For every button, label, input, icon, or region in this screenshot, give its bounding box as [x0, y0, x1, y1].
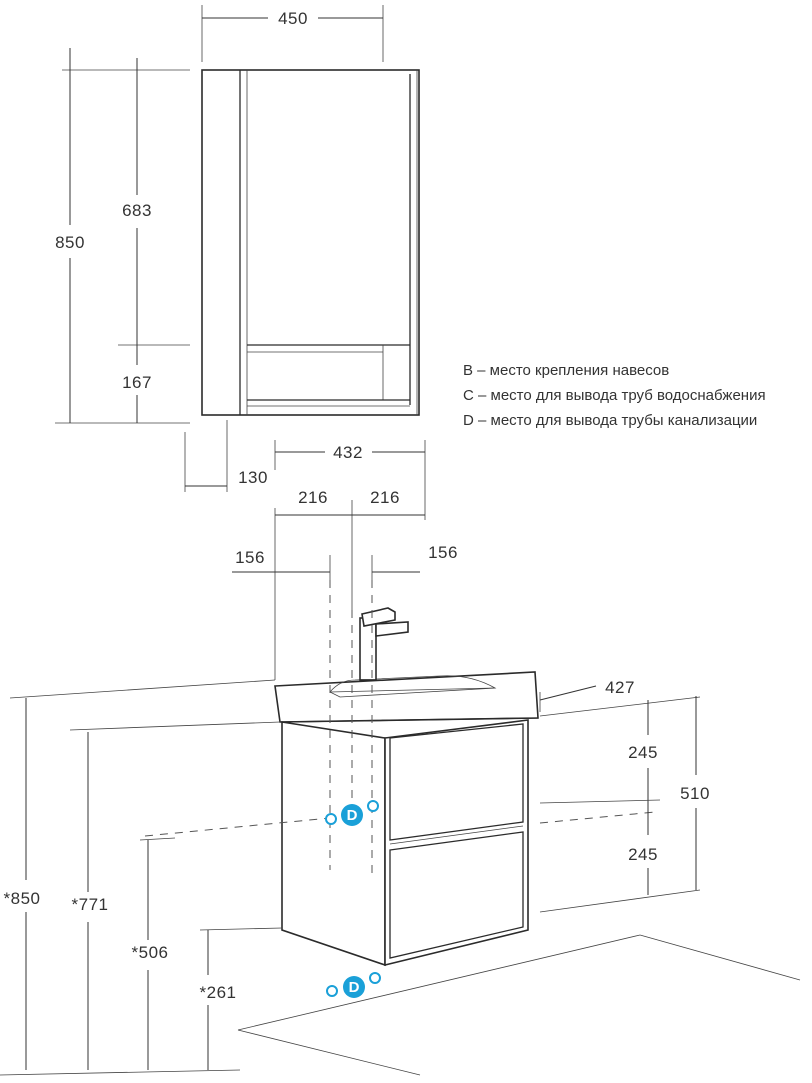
- dim-vanity-depth: 427: [539, 678, 701, 717]
- mirror-width-label: 450: [278, 9, 308, 28]
- dim-drawers: 245 245: [539, 700, 701, 913]
- floor-height-top-label: *850: [4, 889, 41, 908]
- dim-cabinet-height: 510: [680, 696, 710, 890]
- floor-height-low-label: *261: [200, 983, 237, 1002]
- cabinet-height-label: 510: [680, 784, 710, 803]
- shelf-height-label: 167: [122, 373, 152, 392]
- floor-outline: [237, 934, 801, 1076]
- offset-left-label: 156: [235, 548, 265, 567]
- legend-item-c: C – место для вывода труб водоснабжения: [463, 387, 766, 404]
- floor-height-drain-label: *506: [132, 943, 169, 962]
- dim-basin-width: 432: [274, 440, 426, 520]
- drawer-bottom-label: 245: [628, 845, 658, 864]
- dim-mirror-sections: 683 167: [118, 58, 190, 423]
- dim-floor-heights: *850 *771 *506 *261: [0, 679, 283, 1076]
- legend-item-d: D – место для вывода трубы канализации: [463, 412, 757, 429]
- mirror-cabinet: [201, 69, 420, 416]
- dim-basin-halves: 216 216: [274, 488, 425, 680]
- dim-pipe-offsets: 156 156: [232, 543, 458, 580]
- offset-right-label: 156: [428, 543, 458, 562]
- legend-item-b: B – место крепления навесов: [463, 362, 669, 379]
- legend: B – место крепления навесов C – место дл…: [463, 362, 766, 429]
- faucet: [359, 607, 409, 681]
- mirror-depth-label: 130: [238, 468, 268, 487]
- door-height-label: 683: [122, 201, 152, 220]
- dim-mirror-depth: 130: [184, 420, 268, 492]
- basin-width-label: 432: [333, 443, 363, 462]
- dim-mirror-width: 450: [201, 5, 384, 62]
- drain-marker-upper: D: [347, 807, 358, 824]
- floor-height-mid-label: *771: [72, 895, 109, 914]
- drawer-top-label: 245: [628, 743, 658, 762]
- vanity-depth-label: 427: [605, 678, 635, 697]
- vanity-cabinet: [274, 607, 539, 967]
- markers-lower: D: [326, 972, 381, 998]
- markers-upper: D: [325, 800, 379, 826]
- drain-marker-lower: D: [349, 979, 360, 996]
- mirror-height-label: 850: [55, 233, 85, 252]
- half-left-label: 216: [298, 488, 328, 507]
- half-right-label: 216: [370, 488, 400, 507]
- dim-mirror-height: 850: [55, 48, 190, 424]
